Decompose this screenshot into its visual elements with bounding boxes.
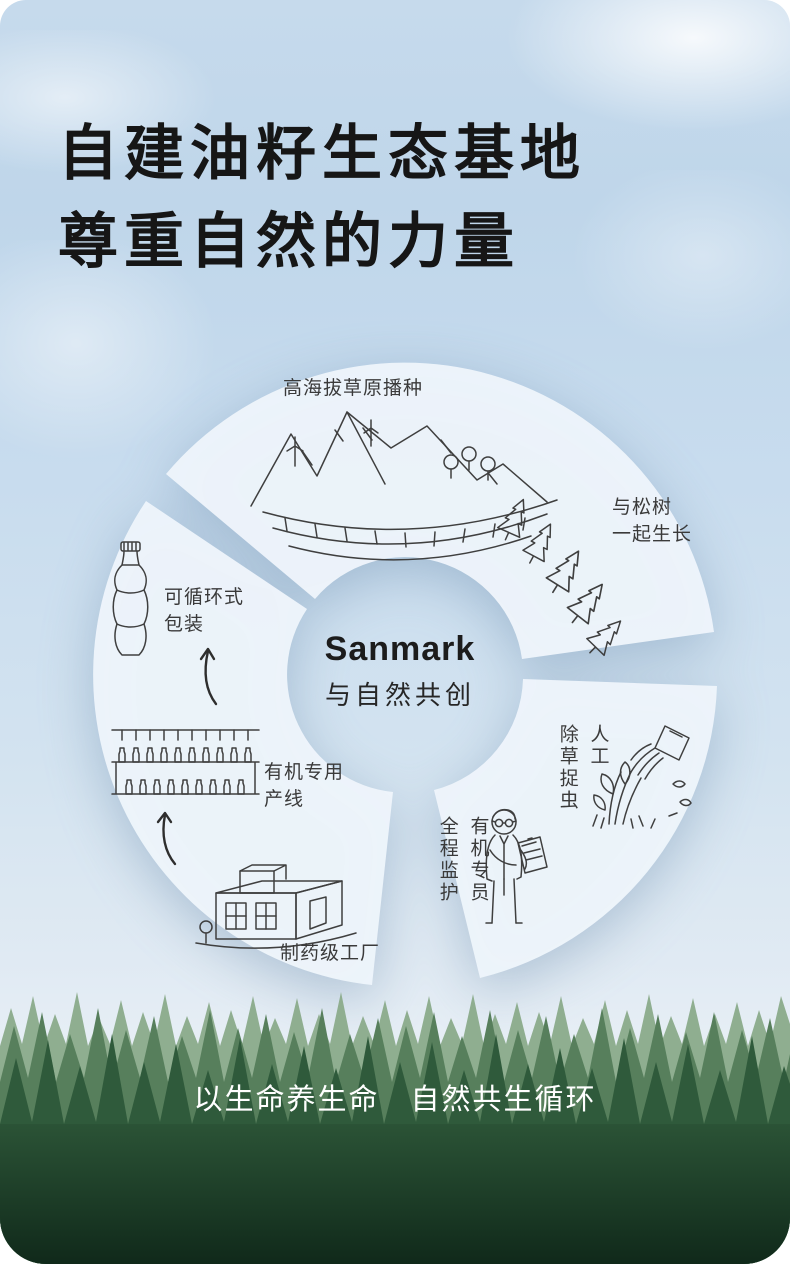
label-sowing: 高海拔草原播种 [283, 378, 424, 399]
arc-segment-left [93, 501, 394, 985]
label-supervision-col1: 有机专员 [467, 816, 489, 904]
cycle-center: Sanmark 与自然共创 [285, 630, 515, 712]
label-weeding: 人工 除草捉虫 [548, 724, 610, 812]
label-production-line1: 有机专用 [264, 762, 345, 783]
brand-logo: Sanmark [324, 630, 476, 668]
inspector-illustration [485, 808, 548, 924]
filling-line-illustration [111, 729, 260, 795]
footer-slogan: 以生命养生命 自然共生循环 [193, 1084, 597, 1116]
label-packaging-line1: 可循环式 [164, 587, 245, 608]
label-packaging: 可循环式 包装 [164, 585, 244, 639]
bottle-illustration [112, 541, 149, 656]
forest-illustration [0, 992, 790, 1264]
cycle-diagram [93, 362, 717, 985]
label-production: 有机专用 产线 [264, 760, 344, 814]
brand-tagline: 与自然共创 [324, 680, 475, 710]
label-pine: 与松树 一起生长 [612, 495, 692, 549]
cloud-decoration [560, 170, 790, 360]
label-packaging-line2: 包装 [164, 613, 205, 635]
arc-segment-top [166, 362, 714, 659]
label-weeding-col1: 人工 [587, 724, 609, 768]
arrow-up-icon [156, 811, 177, 866]
factory-illustration [195, 864, 357, 949]
label-supervision: 有机专员 全程监护 [428, 816, 490, 904]
label-factory: 制药级工厂 [280, 943, 381, 964]
page-title-line1: 自建油籽生态基地 [58, 120, 586, 187]
label-pine-line1: 与松树 [612, 497, 673, 518]
page-title-line2: 尊重自然的力量 [58, 208, 520, 276]
mountain-illustration [250, 411, 558, 561]
label-weeding-col2: 除草捉虫 [556, 724, 578, 812]
label-supervision-col2: 全程监护 [436, 816, 458, 904]
page-title: 自建油籽生态基地 尊重自然的力量 [58, 110, 586, 286]
label-production-line2: 产线 [264, 788, 305, 810]
arrow-up-icon [199, 647, 218, 706]
label-pine-line2: 一起生长 [612, 523, 693, 545]
hand-weeding-illustration [592, 725, 692, 829]
